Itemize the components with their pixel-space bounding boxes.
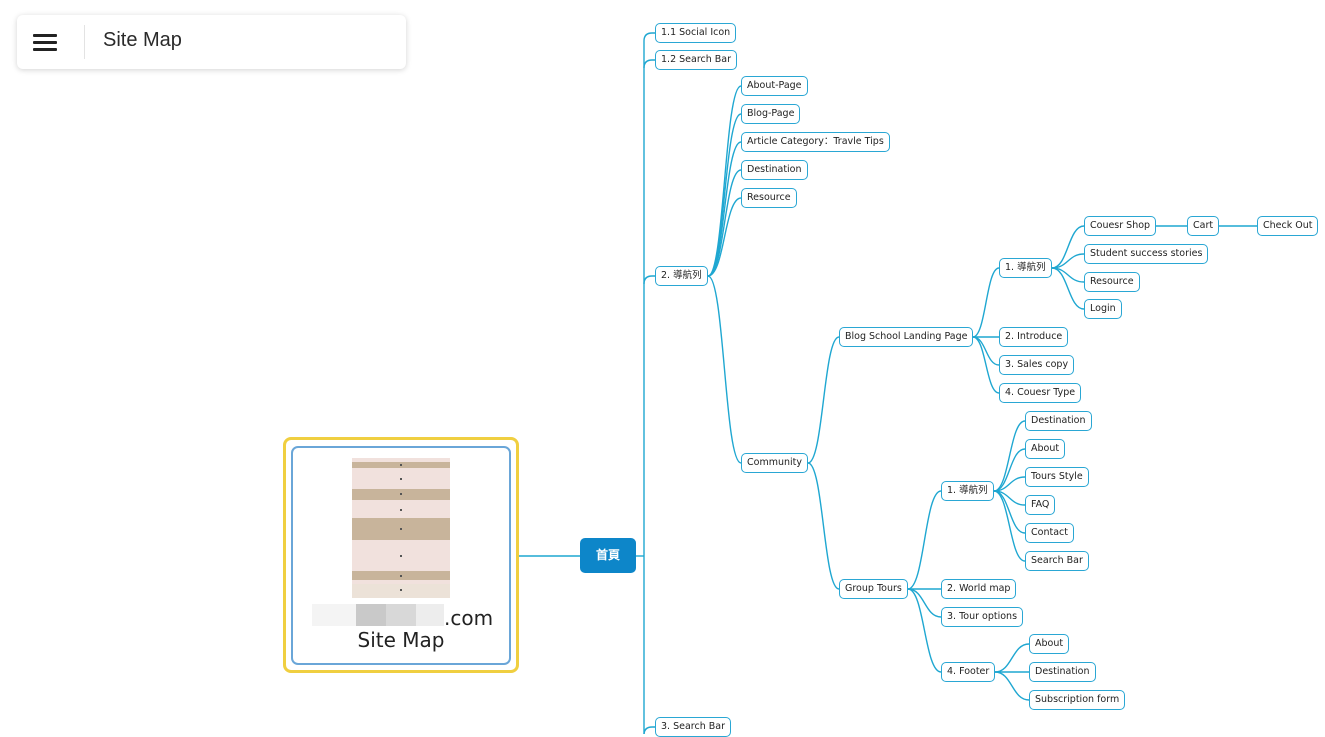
- node-2-5-0-2-3-sales-copy[interactable]: 3. Sales copy: [999, 355, 1075, 375]
- node-2-5-1-3-0-about[interactable]: About: [1029, 634, 1070, 654]
- node-2-5-1-3-4-footer[interactable]: 4. Footer: [941, 662, 996, 682]
- link-2-3: [707, 169, 742, 277]
- node-2-5-1-3-1-destination[interactable]: Destination: [1029, 662, 1096, 682]
- node-2-5-0-1-2-introduce[interactable]: 2. Introduce: [999, 327, 1069, 347]
- link-2-5-0-0: [972, 267, 1000, 338]
- node-2-5-0-0-1[interactable]: 1. 導航列: [999, 258, 1052, 278]
- link-trunk-2: [643, 275, 655, 285]
- node-2-5-1-3-2-subscription-form[interactable]: Subscription form: [1029, 690, 1126, 710]
- node-2-5-0-blog-school-landing-page[interactable]: Blog School Landing Page: [839, 327, 974, 347]
- link-2-5-0-3: [972, 336, 1000, 394]
- node-2-2[interactable]: 2. 導航列: [655, 266, 708, 286]
- card-title: Site Map: [357, 628, 445, 652]
- link-2-5-1-0: [907, 490, 942, 590]
- redacted-domain-block: [312, 604, 356, 626]
- node-2-5-1-0-0-destination[interactable]: Destination: [1025, 411, 1092, 431]
- node-1-1-2-search-bar[interactable]: 1.2 Search Bar: [655, 50, 738, 70]
- link-2-5-1-3-0: [994, 643, 1030, 673]
- link-2-5-1-0-5: [993, 490, 1026, 562]
- node-0-1-1-social-icon[interactable]: 1.1 Social Icon: [655, 23, 737, 43]
- link-trunk-1: [643, 59, 655, 69]
- top-toolbar: Site Map: [17, 15, 406, 69]
- node-2-5-1-group-tours[interactable]: Group Tours: [839, 579, 908, 599]
- redacted-domain-block: [386, 604, 416, 626]
- link-2-5-0: [807, 336, 840, 464]
- node-2-4-resource[interactable]: Resource: [741, 188, 797, 208]
- link-2-0: [707, 85, 742, 277]
- node-2-5-1-0-1-about[interactable]: About: [1025, 439, 1066, 459]
- node-2-5-1-0-2-tours-style[interactable]: Tours Style: [1025, 467, 1089, 487]
- node-2-5-0-0-0-couesr-shop[interactable]: Couesr Shop: [1084, 216, 1157, 236]
- link-2-4: [707, 197, 742, 277]
- node-2-5-1-1-2-world-map[interactable]: 2. World map: [941, 579, 1017, 599]
- node-2-5-1-0-4-contact[interactable]: Contact: [1025, 523, 1074, 543]
- node-3-3-search-bar[interactable]: 3. Search Bar: [655, 717, 731, 737]
- site-domain-suffix: .com: [444, 606, 494, 630]
- redacted-domain-block: [356, 604, 386, 626]
- node-2-2-article-category-travle-tips[interactable]: Article Category：Travle Tips: [741, 132, 890, 152]
- link-2-1: [707, 113, 742, 277]
- redacted-domain-block: [416, 604, 444, 626]
- link-2-5-1-3: [907, 588, 942, 673]
- link-2-5-1-0-1: [993, 448, 1026, 492]
- link-trunk-3: [643, 726, 655, 734]
- page-title: Site Map: [103, 29, 182, 51]
- node-2-5-0-0-1-student-success-stories[interactable]: Student success stories: [1084, 244, 1209, 264]
- link-2-5-1: [807, 462, 840, 590]
- link-trunk-0: [643, 32, 655, 42]
- toolbar-divider: [84, 25, 85, 59]
- node-2-5-0-0-0-0-0-check-out[interactable]: Check Out: [1257, 216, 1319, 236]
- link-2-5-1-2: [907, 588, 942, 618]
- link-2-2: [707, 141, 742, 277]
- node-2-5-1-0-1[interactable]: 1. 導航列: [941, 481, 994, 501]
- node-2-1-blog-page[interactable]: Blog-Page: [741, 104, 801, 124]
- link-2-5-1-3-2: [994, 671, 1030, 701]
- link-2-5: [707, 275, 742, 464]
- node-2-5-0-0-2-resource[interactable]: Resource: [1084, 272, 1140, 292]
- link-2-5-0-2: [972, 336, 1000, 366]
- node-2-5-1-0-3-faq[interactable]: FAQ: [1025, 495, 1056, 515]
- node-2-5-1-0-5-search-bar[interactable]: Search Bar: [1025, 551, 1089, 571]
- root-node[interactable]: 首頁: [580, 538, 636, 573]
- hamburger-menu-icon[interactable]: [31, 29, 59, 55]
- link-2-5-0-0-0: [1051, 225, 1085, 269]
- node-2-5-0-3-4-couesr-type[interactable]: 4. Couesr Type: [999, 383, 1082, 403]
- site-thumbnail: [352, 458, 450, 598]
- node-2-5-0-0-3-login[interactable]: Login: [1084, 299, 1122, 319]
- node-2-5-community[interactable]: Community: [741, 453, 808, 473]
- node-2-5-0-0-0-0-cart[interactable]: Cart: [1187, 216, 1220, 236]
- node-2-3-destination[interactable]: Destination: [741, 160, 808, 180]
- link-2-5-0-0-3: [1051, 267, 1085, 310]
- node-2-5-1-2-3-tour-options[interactable]: 3. Tour options: [941, 607, 1024, 627]
- link-2-5-1-0-0: [993, 420, 1026, 492]
- node-2-0-about-page[interactable]: About-Page: [741, 76, 808, 96]
